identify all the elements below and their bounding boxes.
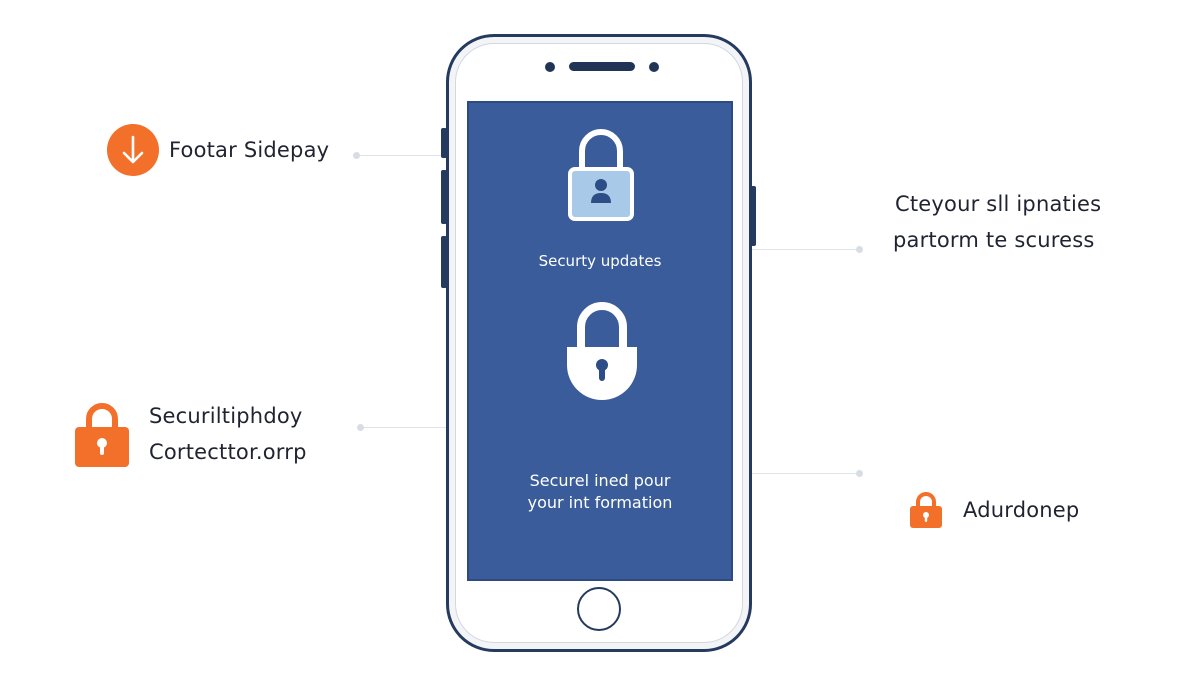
callout-bottom-right-label: Adurdonep bbox=[963, 498, 1080, 522]
callout-mid-left-line2: Cortecttor.orrp bbox=[149, 440, 307, 464]
phone-side-button-left-1 bbox=[441, 128, 447, 158]
callout-bottom-right: Adurdonep bbox=[910, 490, 1079, 530]
phone-side-button-left-2 bbox=[441, 170, 447, 224]
connector-top-right bbox=[752, 246, 863, 253]
home-button[interactable] bbox=[577, 587, 621, 631]
padlock-icon bbox=[910, 490, 942, 530]
screen-message-line1: Securel ined pour bbox=[529, 471, 671, 490]
callout-top-right: Cteyour sll ipnaties partorm te scuress bbox=[893, 186, 1101, 258]
connector-bottom-right bbox=[748, 470, 863, 477]
sensor-icon bbox=[649, 62, 659, 72]
screen-message-line2: your int formation bbox=[527, 493, 673, 512]
callout-top-left: Footar Sidepay bbox=[107, 124, 329, 176]
phone-screen: Securty updates Securel ined pour your i… bbox=[467, 101, 733, 581]
screen-heading: Securty updates bbox=[538, 252, 662, 270]
callout-mid-left-line1: Securiltiphdoy bbox=[149, 404, 303, 428]
user-lock-icon bbox=[567, 127, 635, 223]
front-camera-icon bbox=[545, 62, 555, 72]
padlock-icon bbox=[565, 299, 639, 403]
callout-mid-left: Securiltiphdoy Cortecttor.orrp bbox=[75, 398, 307, 470]
earpiece-speaker bbox=[569, 62, 635, 71]
callout-top-right-line1: Cteyour sll ipnaties bbox=[895, 192, 1102, 216]
connector-mid-left bbox=[357, 424, 448, 431]
smartphone: Securty updates Securel ined pour your i… bbox=[446, 34, 752, 652]
callout-top-right-line2: partorm te scuress bbox=[893, 228, 1095, 252]
phone-side-button-right bbox=[751, 186, 756, 246]
download-arrow-icon bbox=[107, 124, 159, 176]
phone-side-button-left-3 bbox=[441, 236, 447, 288]
callout-top-left-label: Footar Sidepay bbox=[169, 138, 330, 162]
padlock-icon bbox=[75, 399, 129, 469]
connector-top-left bbox=[353, 152, 448, 159]
